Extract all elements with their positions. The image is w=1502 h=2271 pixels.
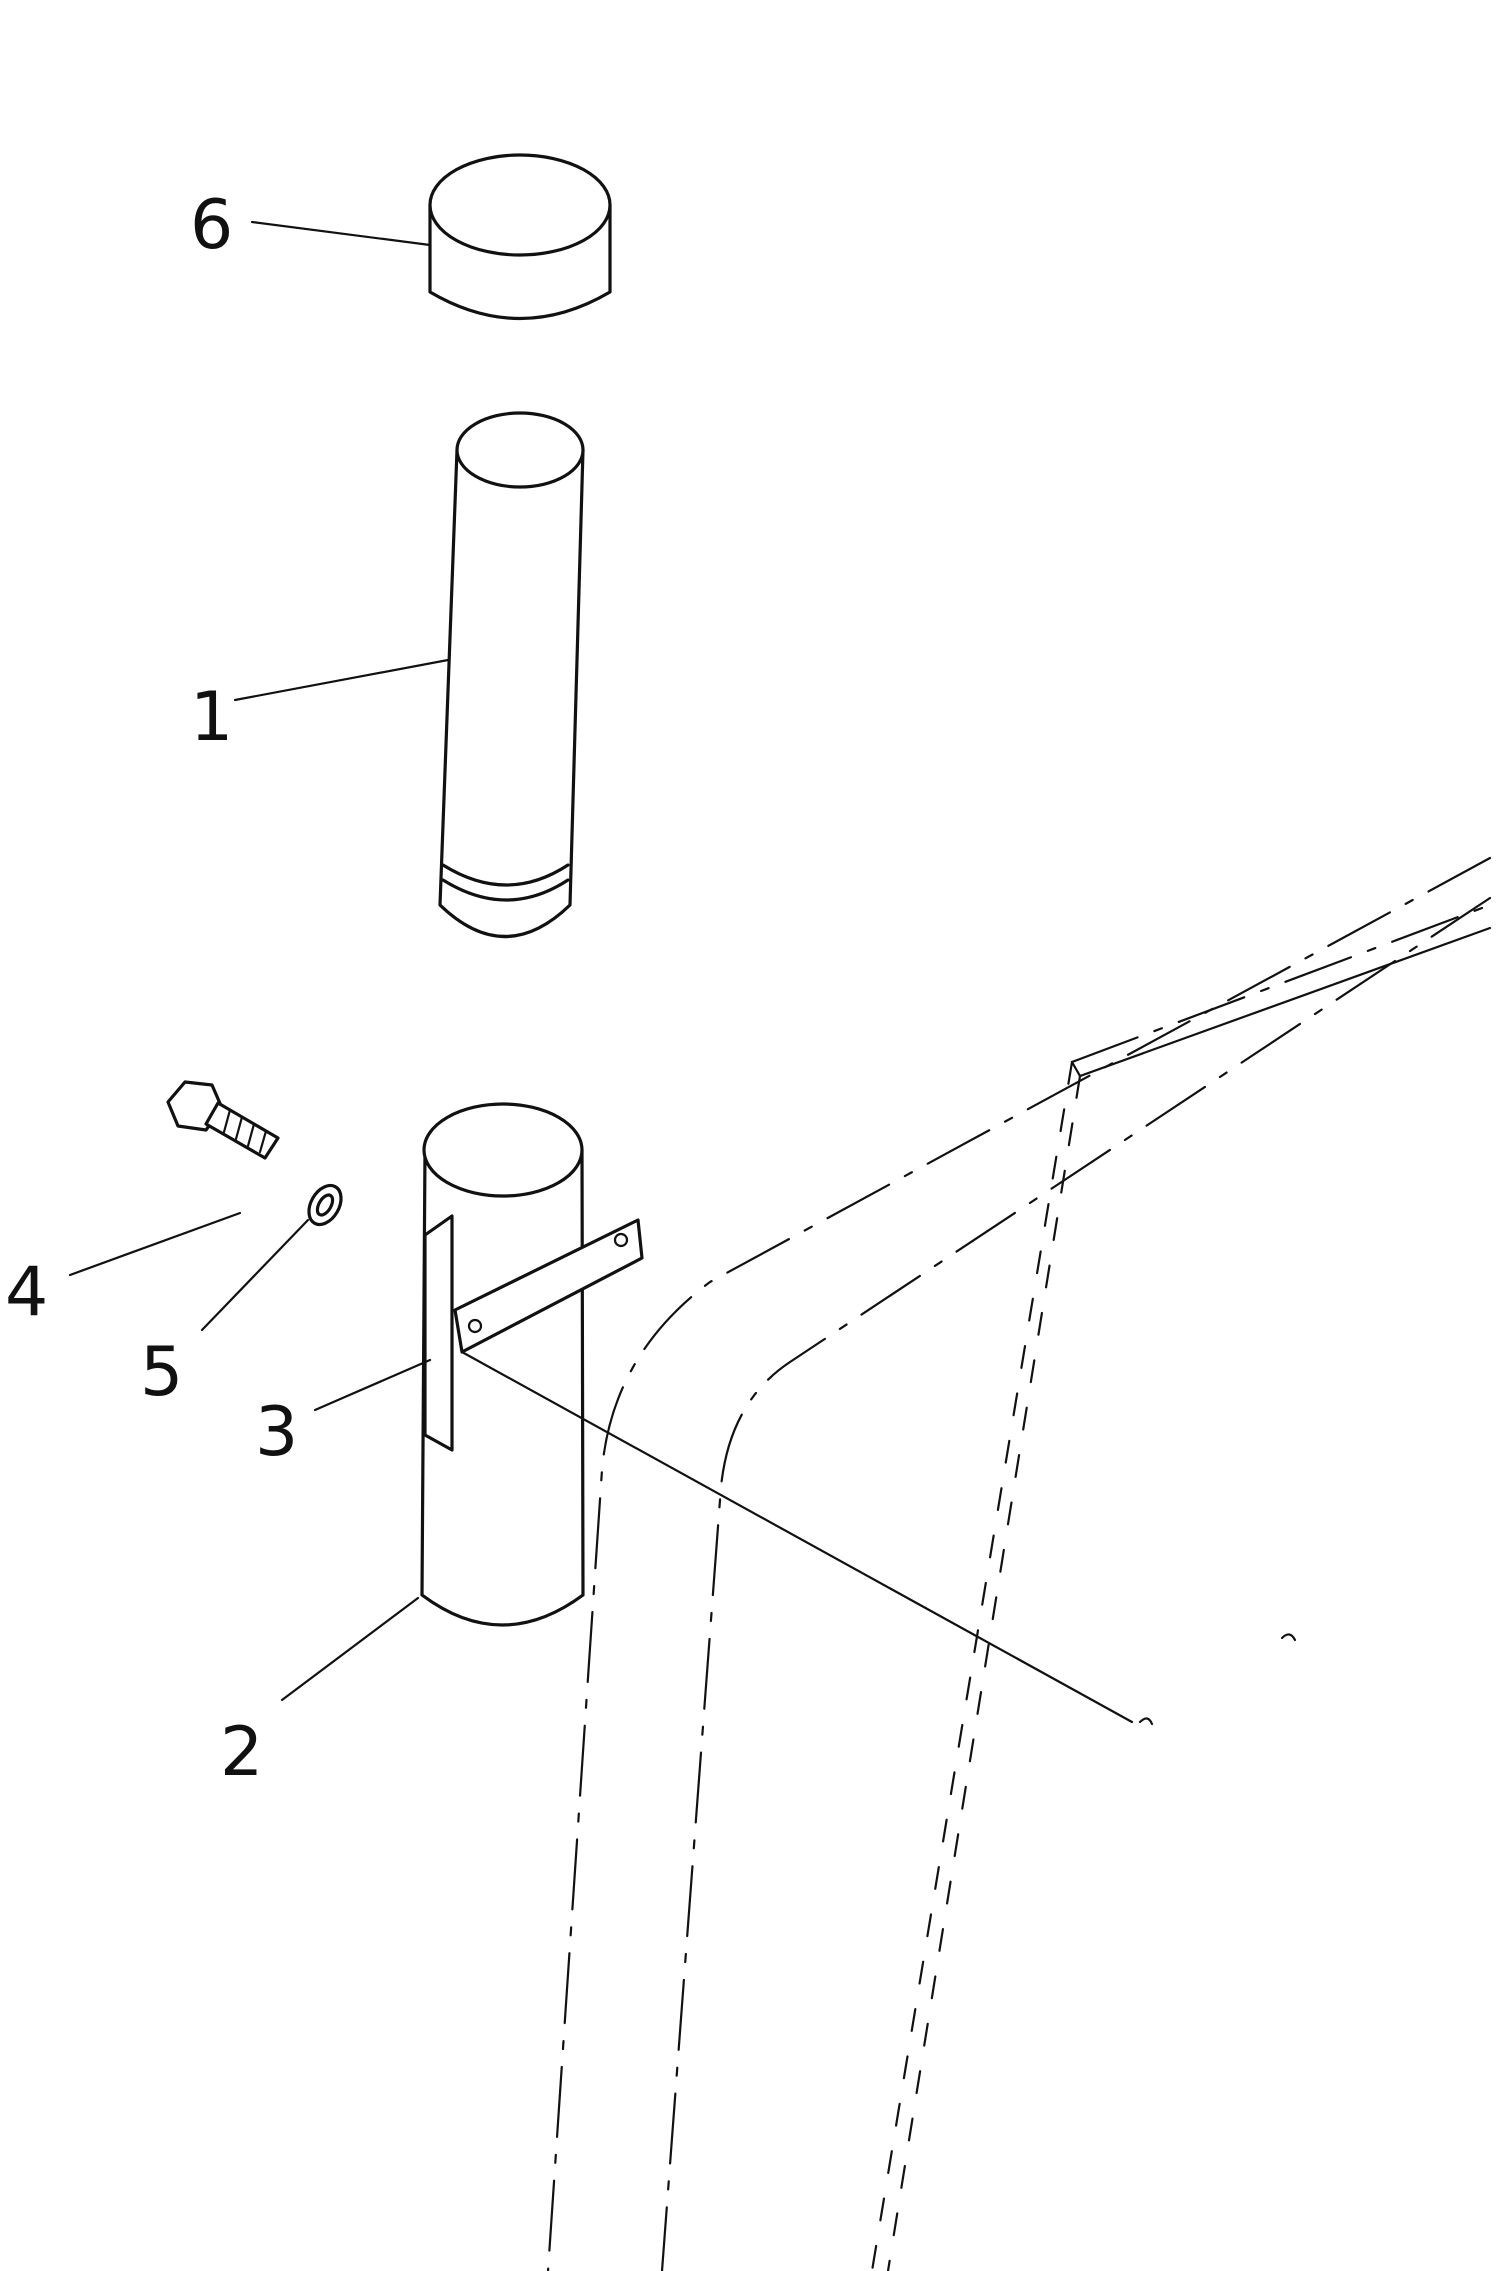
part-4-bolt — [166, 1080, 280, 1160]
callout-6: 6 — [190, 186, 233, 265]
part-5-washer — [307, 1183, 343, 1227]
callout-3: 3 — [255, 1393, 298, 1472]
door-frame-outline — [460, 856, 1492, 2271]
callout-5: 5 — [140, 1333, 183, 1412]
stray-marks — [1138, 1633, 1297, 1726]
part-6-cap — [428, 153, 612, 320]
callout-4: 4 — [5, 1253, 48, 1332]
part-1-pin — [438, 411, 585, 938]
part-3-plate — [423, 1214, 644, 1452]
callout-1: 1 — [190, 678, 233, 757]
leader-lines — [68, 220, 450, 1702]
callout-2: 2 — [220, 1713, 263, 1792]
